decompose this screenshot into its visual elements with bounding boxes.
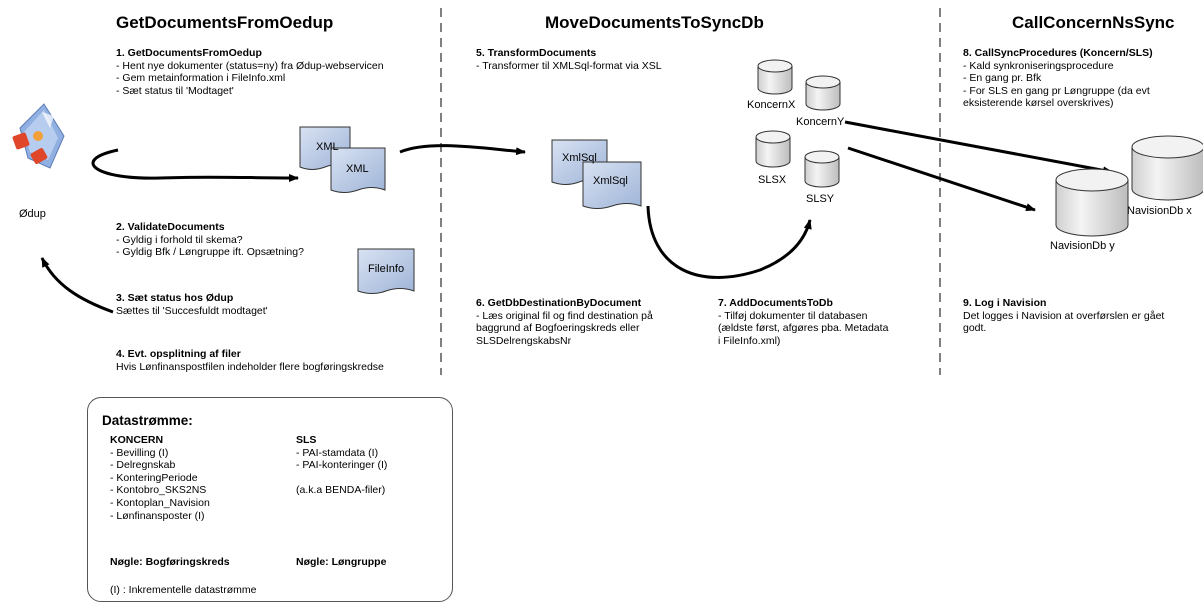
db-label-koncerny: KoncernY [796,116,845,128]
database-slsx-icon [755,130,791,168]
legend-item: - Bevilling (I) [110,446,169,459]
step-1-line: - Sæt status til 'Modtaget' [116,84,234,97]
step-3-line: Sættes til 'Succesfuldt modtaget' [116,304,268,317]
legend-item: - Lønfinansposter (I) [110,509,205,522]
fileinfo-doc-label: FileInfo [368,263,405,275]
db-label-slsx: SLSX [758,174,787,186]
step-4: 4. Evt. opsplitning af filer Hvis Lønfin… [116,348,384,373]
step-9-line: godt. [963,322,987,334]
legend-key-sls: Nøgle: Løngruppe [296,556,387,568]
arrow-xml-to-xmlsql [399,144,526,156]
step-8-line: eksisterende kørsel overskrives) [963,97,1114,109]
step-1-line: - Gem metainformation i FileInfo.xml [116,72,286,84]
database-koncernx-icon [757,59,793,95]
header-move-documents: MoveDocumentsToSyncDb [545,13,764,32]
step-5-title: 5. TransformDocuments [476,47,597,59]
legend-item: - Kontobro_SKS2NS [110,484,207,497]
legend-koncern-column: KONCERN - Bevilling (I) - Delregnskab - … [110,434,210,522]
header-get-documents: GetDocumentsFromOedup [116,13,334,32]
step-8-line: - For SLS en gang pr Løngruppe (da evt [963,84,1150,97]
legend-item [296,472,387,485]
step-6: 6. GetDbDestinationByDocument - Læs orig… [476,297,653,347]
step-7-line: i FileInfo.xml) [718,334,781,347]
step-2: 2. ValidateDocuments - Gyldig i forhold … [116,221,304,259]
legend-item: (a.k.a BENDA-filer) [296,484,386,497]
header-call-concern-sync: CallConcernNsSync [1012,13,1175,32]
step-4-title: 4. Evt. opsplitning af filer [116,348,241,360]
step-6-line: SLSDelrengskabsNr [476,334,572,347]
step-5-line: - Transformer til XMLSql-format via XSL [476,59,662,72]
arrow-oedup-to-xml [91,148,299,182]
oedup-logo-icon [12,103,65,169]
legend-item: - PAI-stamdata (I) [296,446,379,459]
step-3-title: 3. Sæt status hos Ødup [116,292,234,304]
legend-item: - KonteringPeriode [110,471,198,484]
arrow-sls-to-navision-y [847,146,1036,212]
legend-key-koncern: Nøgle: Bogføringskreds [110,556,230,568]
legend-sls-column: SLS - PAI-stamdata (I) - PAI-konteringer… [296,434,387,497]
step-6-line: baggrund af Bogfoeringskreds eller [476,322,640,334]
legend-sls-header: SLS [296,434,317,446]
oedup-label: Ødup [19,208,46,220]
step-2-title: 2. ValidateDocuments [116,221,225,233]
step-7-line: (ældste først, afgøres pba. Metadata [718,322,889,334]
arrow-status-to-oedup [40,257,114,314]
step-7: 7. AddDocumentsToDb - Tilføj dokumenter … [718,297,888,347]
fileinfo-document-icon [357,248,415,294]
xml-doc-label: XML [316,141,339,153]
step-2-line: - Gyldig i forhold til skema? [116,233,243,246]
step-9: 9. Log i Navision Det logges i Navision … [963,297,1164,335]
step-2-line: - Gyldig Bfk / Løngruppe ift. Opsætning? [116,246,304,258]
step-9-line: Det logges i Navision at overførslen er … [963,309,1165,322]
legend-title: Datastrømme: [102,413,193,428]
step-8: 8. CallSyncProcedures (Koncern/SLS) - Ka… [963,47,1153,110]
xmlsql-document-icon-2 [582,161,642,209]
db-label-navision-x: NavisionDb x [1127,205,1192,217]
legend-koncern-header: KONCERN [110,434,164,446]
step-8-line: - Kald synkroniseringsprocedure [963,59,1114,72]
legend-item: - Delregnskab [110,459,176,472]
arrow-xmlsql-to-db [646,205,812,279]
db-label-slsy: SLSY [806,193,835,205]
database-slsy-icon [804,150,840,188]
step-8-title: 8. CallSyncProcedures (Koncern/SLS) [963,47,1153,59]
datastreams-legend: Datastrømme: KONCERN - Bevilling (I) - D… [87,397,453,602]
step-8-line: - En gang pr. Bfk [963,72,1042,84]
database-navision-x-icon [1131,135,1203,201]
xmlsql-doc-label: XmlSql [562,152,597,164]
db-label-koncernx: KoncernX [747,99,796,111]
step-7-title: 7. AddDocumentsToDb [718,297,833,309]
database-koncerny-icon [805,75,841,111]
legend-item: - PAI-konteringer (I) [296,459,388,472]
step-1-title: 1. GetDocumentsFromOedup [116,47,262,59]
step-6-line: - Læs original fil og find destination p… [476,309,653,322]
xml-document-icon-2 [330,147,386,193]
step-9-title: 9. Log i Navision [963,297,1047,309]
xmlsql-doc-label-2: XmlSql [593,175,628,187]
step-6-title: 6. GetDbDestinationByDocument [476,297,642,309]
step-1: 1. GetDocumentsFromOedup - Hent nye doku… [116,47,384,97]
xml-doc-label-2: XML [346,163,369,175]
database-navision-y-icon [1055,168,1129,237]
step-3: 3. Sæt status hos Ødup Sættes til 'Succe… [116,292,268,317]
db-label-navision-y: NavisionDb y [1050,240,1115,252]
arrow-koncern-to-navision-x [844,120,1113,175]
step-7-line: - Tilføj dokumenter til databasen [718,309,868,322]
step-4-line: Hvis Lønfinanspostfilen indeholder flere… [116,360,384,373]
step-1-line: - Hent nye dokumenter (status=ny) fra Ød… [116,59,384,72]
step-5: 5. TransformDocuments - Transformer til … [476,47,662,72]
legend-footnote: (I) : Inkrementelle datastrømme [110,584,257,596]
legend-item: - Kontoplan_Navision [110,496,210,509]
